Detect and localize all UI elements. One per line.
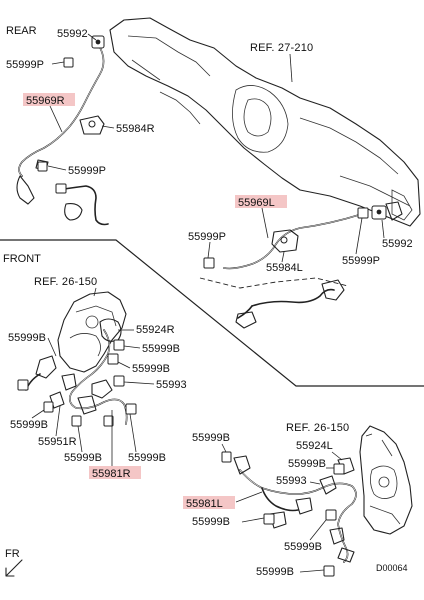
callout-rear-harness-l: 55969L	[238, 197, 275, 209]
rear-harness-right-callouts: 55992 55999P 55969R 55984R 55999P	[6, 28, 155, 177]
callout-rear-mid-bolt: 55999P	[68, 165, 106, 177]
highlight-fr-harness	[183, 496, 235, 509]
highlight-rear-harness-r	[23, 93, 75, 106]
callout-fl-bracket: 55951R	[38, 436, 77, 448]
callout-fl-bolt-left: 55999B	[8, 332, 46, 344]
callout-rear-top-sensor: 55992	[57, 28, 88, 40]
callout-fr-sensor: 55993	[276, 475, 307, 487]
callout-fl-bolt-bottom-right: 55999B	[128, 452, 166, 464]
callout-rear-harness-r: 55969R	[26, 95, 65, 107]
front-view: FRONT REF. 26-150	[3, 253, 413, 578]
callout-fl-bolt-lower-left: 55999B	[10, 419, 48, 431]
arrow-icon	[5, 559, 23, 577]
callout-fl-bolt-top: 55999B	[142, 343, 180, 355]
front-left-knuckle: REF. 26-150	[34, 276, 127, 373]
callout-rear-bracket-l: 55984L	[266, 262, 303, 274]
front-right-knuckle-ref: REF. 26-150	[286, 422, 349, 434]
rear-axle-ref: REF. 27-210	[250, 42, 313, 54]
callout-fl-bolt-bottom: 55999B	[64, 452, 102, 464]
direction-indicator: FR	[5, 548, 23, 577]
rear-harness-right	[16, 35, 109, 226]
callout-fr-harness: 55981L	[186, 498, 223, 510]
callout-fr-clamp: 55924L	[296, 440, 333, 452]
rear-view: REAR REF. 27-210	[6, 17, 421, 329]
section-dividers	[0, 239, 424, 387]
callout-rear-right-bolt: 55999P	[342, 255, 380, 267]
callout-fr-bolt-left: 55999B	[192, 516, 230, 528]
callout-rear-left-bolt: 55999P	[188, 231, 226, 243]
callout-fr-bolt-top: 55999B	[192, 432, 230, 444]
front-view-title: FRONT	[3, 253, 41, 265]
front-right-harness	[221, 451, 357, 577]
front-left-knuckle-ref: REF. 26-150	[34, 276, 97, 288]
rear-axle-housing: REF. 27-210	[109, 17, 421, 227]
front-right-knuckle: REF. 26-150	[286, 422, 413, 535]
front-left-callouts: 55924R 55999B 55999B 55999B 55993 55999B…	[8, 324, 187, 480]
callout-fl-bolt-mid: 55999B	[132, 363, 170, 375]
rear-harness-left-callouts: 55969L 55999P 55992 55984L 55999P	[188, 195, 413, 274]
callout-fr-bolt-lower: 55999B	[284, 541, 322, 553]
callout-fr-bolt-bottom: 55999B	[256, 566, 294, 578]
callout-fl-sensor: 55993	[156, 379, 187, 391]
highlight-fl-harness	[89, 466, 141, 479]
callout-fr-bolt-mid: 55999B	[288, 458, 326, 470]
callout-fl-harness: 55981R	[92, 468, 131, 480]
highlight-rear-harness-l	[235, 195, 287, 208]
callout-rear-bracket-r: 55984R	[116, 123, 155, 135]
callout-fl-clamp: 55924R	[136, 324, 175, 336]
front-right-callouts: 55999B 55924L 55999B 55993 55981L 55999B…	[183, 432, 343, 578]
rear-harness-left	[199, 201, 403, 329]
drawing-code: D00064	[376, 563, 408, 573]
direction-label: FR	[5, 548, 20, 560]
callout-rear-top-bolt: 55999P	[6, 59, 44, 71]
front-left-harness	[17, 318, 137, 427]
rear-view-title: REAR	[6, 25, 37, 37]
callout-rear-right-sensor: 55992	[382, 238, 413, 250]
